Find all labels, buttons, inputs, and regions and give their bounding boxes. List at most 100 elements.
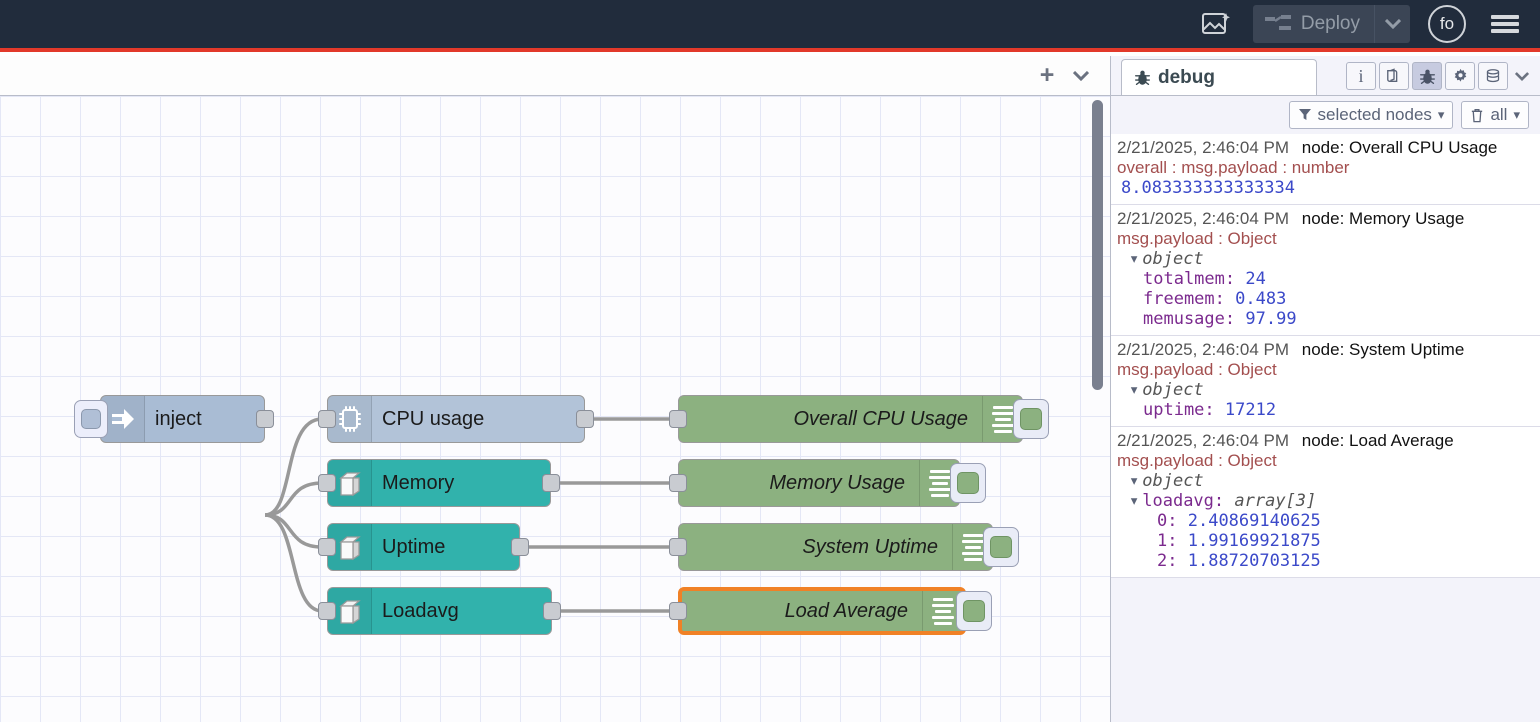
node-input-port[interactable] [669, 538, 687, 556]
debug-toggle-button[interactable] [956, 591, 992, 631]
workspace: + [0, 56, 1110, 722]
debug-filter-row: selected nodes ▾ all ▾ [1111, 97, 1540, 133]
menu-bar [1491, 15, 1519, 19]
debug-toggle-button[interactable] [1013, 399, 1049, 439]
array-key: loadavg [1142, 491, 1214, 511]
arrow-right-icon [101, 396, 145, 442]
debug-toggle-inner [990, 536, 1012, 558]
node-input-port[interactable] [318, 474, 336, 492]
import-image-icon[interactable] [1193, 6, 1239, 42]
flow-node-debug-overall-cpu-usage[interactable]: Overall CPU Usage [669, 395, 1049, 443]
debug-topic: msg.payload : Object [1117, 451, 1277, 470]
flow-node-memory[interactable]: Memory [318, 459, 560, 507]
debug-toggle-button[interactable] [950, 463, 986, 503]
item-index: 2 [1157, 551, 1168, 571]
expand-triangle-icon[interactable]: ▾ [1129, 491, 1140, 511]
debug-message-header: 2/21/2025, 2:46:04 PM node: Memory Usage [1117, 209, 1535, 229]
flow-node-inject[interactable]: inject [74, 395, 274, 443]
debug-object-root[interactable]: ▾object [1117, 249, 1535, 269]
node-output-port[interactable] [543, 602, 561, 620]
deploy-button[interactable]: Deploy [1253, 5, 1374, 43]
help-book-icon[interactable] [1379, 62, 1409, 90]
debug-object-root[interactable]: ▾object [1117, 380, 1535, 400]
debug-toggle-inner [963, 600, 985, 622]
node-label: Load Average [784, 599, 908, 622]
debug-timestamp: 2/21/2025, 2:46:04 PM [1117, 431, 1290, 450]
chevron-down-icon [1073, 70, 1089, 81]
debug-message[interactable]: 2/21/2025, 2:46:04 PM node: Load Average… [1111, 427, 1540, 578]
flow-node-debug-system-uptime[interactable]: System Uptime [669, 523, 1019, 571]
flow-node-debug-load-average[interactable]: Load Average [669, 587, 992, 635]
debug-object-prop: totalmem: 24 [1143, 269, 1266, 289]
debug-toggle-button[interactable] [983, 527, 1019, 567]
info-icon[interactable]: i [1346, 62, 1376, 90]
debug-lines-icon [982, 396, 1022, 442]
object-label: object [1142, 471, 1204, 491]
filter-selected-nodes-button[interactable]: selected nodes ▾ [1288, 101, 1454, 129]
deploy-button-group[interactable]: Deploy [1252, 5, 1410, 43]
tab-debug[interactable]: debug [1121, 59, 1317, 95]
flow-node-uptime[interactable]: Uptime [318, 523, 529, 571]
filter-selected-nodes-label: selected nodes [1317, 105, 1432, 124]
hamburger-menu-icon[interactable] [1488, 5, 1522, 43]
node-input-port[interactable] [669, 410, 687, 428]
item-index: 1 [1157, 531, 1168, 551]
deploy-dropdown-caret[interactable] [1374, 5, 1410, 43]
flow-menu-caret[interactable] [1064, 56, 1098, 96]
prop-value: 17212 [1224, 400, 1277, 420]
expand-triangle-icon[interactable]: ▾ [1129, 380, 1140, 400]
debug-message-list[interactable]: 2/21/2025, 2:46:04 PM node: Overall CPU … [1111, 134, 1540, 722]
node-input-port[interactable] [669, 602, 687, 620]
flow-node-debug-memory-usage[interactable]: Memory Usage [669, 459, 986, 507]
debug-bug-icon[interactable] [1412, 62, 1442, 90]
debug-array-item: 1: 1.99169921875 [1157, 531, 1321, 551]
flow-tab-bar: + [0, 56, 1110, 96]
debug-timestamp: 2/21/2025, 2:46:04 PM [1117, 340, 1290, 359]
chevron-down-icon: ▾ [1513, 107, 1520, 122]
node-output-port[interactable] [576, 410, 594, 428]
context-data-icon[interactable] [1478, 62, 1508, 90]
flow-node-cpu-usage[interactable]: CPU usage [318, 395, 594, 443]
prop-key: uptime [1143, 400, 1205, 420]
debug-message[interactable]: 2/21/2025, 2:46:04 PM node: Memory Usage… [1111, 205, 1540, 336]
debug-toggle-inner [1020, 408, 1042, 430]
inject-trigger-inner [81, 409, 101, 429]
chevron-down-icon: ▾ [1437, 107, 1445, 122]
flow-node-loadavg[interactable]: Loadavg [318, 587, 561, 635]
sidebar-more-caret[interactable] [1511, 71, 1533, 81]
expand-triangle-icon[interactable]: ▾ [1129, 471, 1140, 491]
node-output-port[interactable] [511, 538, 529, 556]
avatar[interactable]: fo [1428, 5, 1466, 43]
node-input-port[interactable] [318, 410, 336, 428]
prop-key: totalmem [1143, 269, 1225, 289]
avatar-label: fo [1439, 14, 1455, 33]
node-output-port[interactable] [256, 410, 274, 428]
debug-object-root[interactable]: ▾object [1117, 471, 1535, 491]
debug-message-header: 2/21/2025, 2:46:04 PM node: Overall CPU … [1117, 138, 1535, 158]
canvas-vertical-scrollbar[interactable] [1092, 100, 1103, 390]
flow-canvas[interactable]: inject CPU usage [0, 96, 1110, 722]
clear-all-button[interactable]: all ▾ [1461, 101, 1529, 129]
debug-node-name: node: Memory Usage [1301, 209, 1465, 228]
debug-array-root[interactable]: ▾loadavg: array[3] [1129, 491, 1317, 511]
debug-array-item: 2: 1.88720703125 [1157, 551, 1321, 571]
debug-message[interactable]: 2/21/2025, 2:46:04 PM node: System Uptim… [1111, 336, 1540, 427]
config-gear-icon[interactable] [1445, 62, 1475, 90]
menu-bar [1491, 29, 1519, 33]
node-input-port[interactable] [669, 474, 687, 492]
add-flow-button[interactable]: + [1039, 61, 1055, 89]
debug-message[interactable]: 2/21/2025, 2:46:04 PM node: Overall CPU … [1111, 134, 1540, 205]
bug-icon [1419, 69, 1435, 84]
node-input-port[interactable] [318, 538, 336, 556]
inject-trigger-button[interactable] [74, 400, 108, 438]
node-input-port[interactable] [318, 602, 336, 620]
debug-topic: msg.payload : Object [1117, 229, 1277, 248]
prop-value: 24 [1245, 269, 1266, 289]
node-output-port[interactable] [542, 474, 560, 492]
debug-object-prop: freemem: 0.483 [1143, 289, 1287, 309]
debug-node-name: node: System Uptime [1301, 340, 1465, 359]
prop-value: 0.483 [1235, 289, 1287, 309]
expand-triangle-icon[interactable]: ▾ [1129, 249, 1140, 269]
array-type: array[3] [1234, 491, 1317, 511]
node-label: Memory [382, 471, 455, 494]
